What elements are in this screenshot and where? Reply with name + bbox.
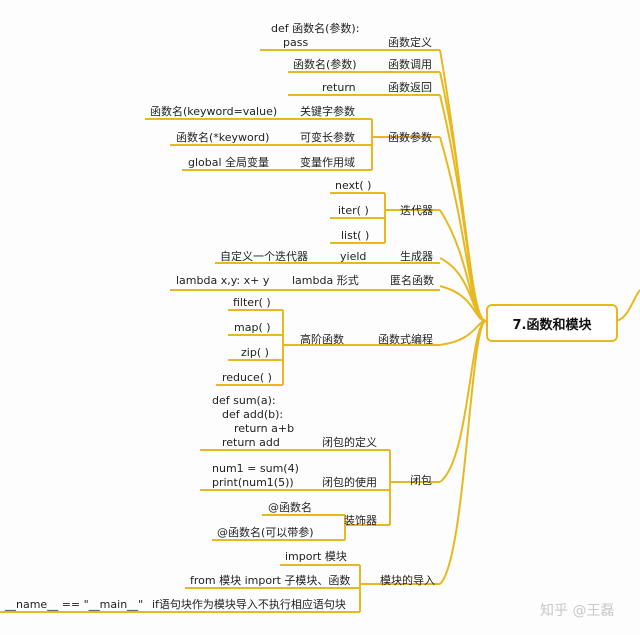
import-item-1: import 模块 [285, 550, 347, 563]
anon-detail: lambda x,y: x+ y [176, 274, 270, 287]
func-item-reduce: reduce( ) [222, 371, 272, 384]
return-item: return [322, 81, 356, 94]
def-code-line-1: def 函数名(参数): [271, 22, 360, 35]
iter-item-2: iter( ) [338, 204, 369, 217]
decorator-item-2: @函数名(可以带参) [217, 526, 314, 539]
import-item-2: from 模块 import 子模块、函数 [190, 574, 351, 587]
func-item-map: map( ) [234, 321, 271, 334]
main-label: if语句块作为模块导入不执行相应语句块 [152, 598, 346, 611]
branch-functional-label[interactable]: 函数式编程 [378, 333, 433, 346]
main-code: __name__ == "__main__" [5, 598, 144, 611]
branch-return-label[interactable]: 函数返回 [388, 81, 432, 94]
func-item-filter: filter( ) [233, 296, 271, 309]
closure-code-4: return add [222, 436, 280, 449]
branch-def-label[interactable]: 函数定义 [388, 36, 432, 49]
call-item: 函数名(参数) [293, 58, 357, 71]
def-code-line-2: pass [283, 36, 309, 49]
param-name-2: 可变长参数 [300, 131, 355, 144]
param-name-3: 变量作用域 [300, 156, 355, 169]
functional-sub: 高阶函数 [300, 333, 344, 346]
branch-call-label[interactable]: 函数调用 [388, 58, 432, 71]
decorator-item-1: @函数名 [268, 501, 312, 514]
branch-iter-label[interactable]: 迭代器 [400, 204, 433, 217]
closure-code-2: def add(b): [222, 408, 284, 421]
param-detail-2: 函数名(*keyword) [176, 131, 270, 144]
watermark: 知乎 @王磊 [540, 603, 615, 619]
branch-import-label[interactable]: 模块的导入 [380, 574, 435, 587]
gen-detail: 自定义一个迭代器 [220, 250, 308, 263]
closure-use-code-1: num1 = sum(4) [212, 462, 299, 475]
closure-def-label: 闭包的定义 [322, 436, 377, 449]
param-detail-3: global 全局变量 [188, 156, 270, 169]
iter-item-3: list( ) [341, 229, 370, 242]
closure-code-3: return a+b [234, 422, 295, 435]
branch-params-label[interactable]: 函数参数 [388, 131, 432, 144]
param-name-1: 关键字参数 [300, 105, 355, 118]
branch-anon-label[interactable]: 匿名函数 [390, 274, 434, 287]
closure-use-label: 闭包的使用 [322, 476, 377, 489]
gen-item: yield [340, 250, 367, 263]
closure-code-1: def sum(a): [212, 394, 276, 407]
closure-use-code-2: print(num1(5)) [212, 476, 294, 489]
param-detail-1: 函数名(keyword=value) [150, 105, 278, 118]
branch-closure-label[interactable]: 闭包 [410, 474, 432, 487]
branch-gen-label[interactable]: 生成器 [400, 250, 433, 263]
root-node[interactable]: 7.函数和模块 [486, 304, 618, 342]
anon-item: lambda 形式 [292, 274, 359, 287]
iter-item-1: next( ) [335, 179, 372, 192]
func-item-zip: zip( ) [241, 346, 269, 359]
decorator-label: 装饰器 [344, 514, 377, 527]
